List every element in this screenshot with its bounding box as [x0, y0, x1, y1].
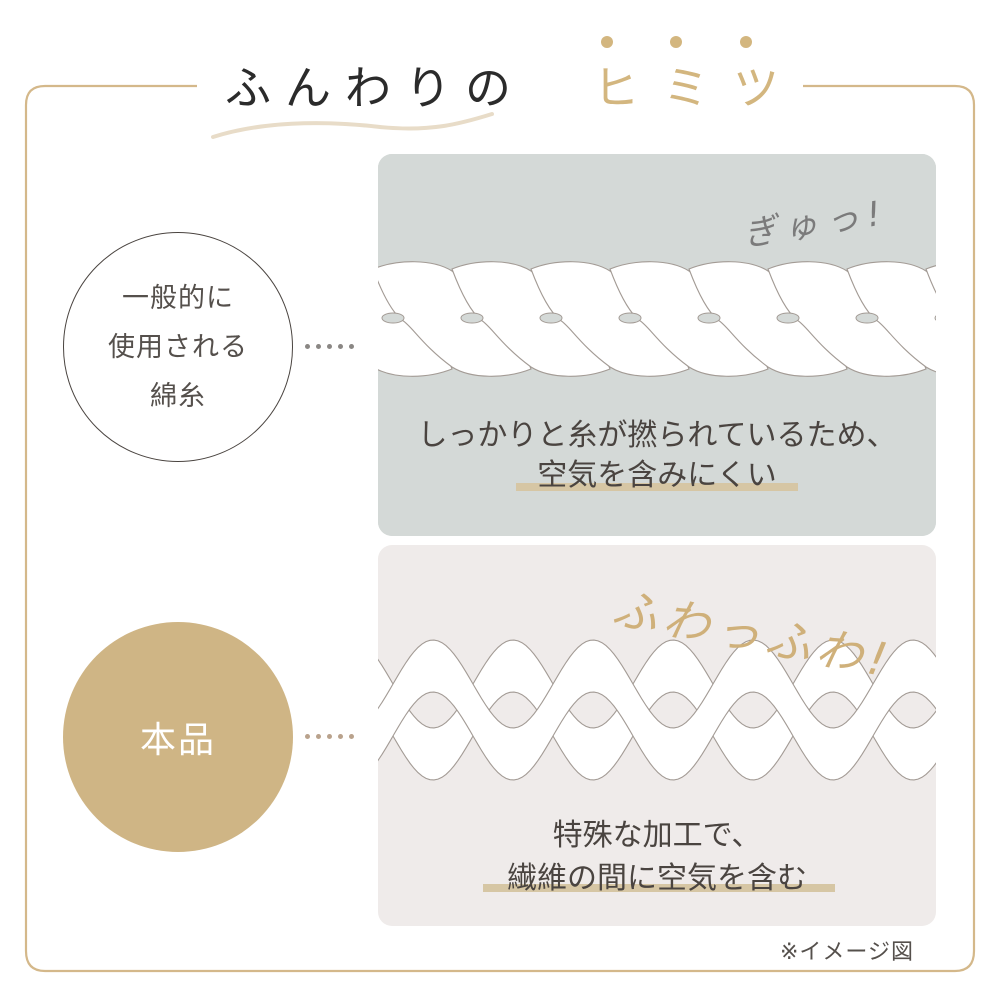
emphasis-dot — [670, 36, 682, 48]
common-yarn-panel — [378, 154, 936, 536]
common-label-line: 使用される — [108, 331, 248, 363]
connector-dots-common — [305, 344, 354, 349]
loose-twist-rope-icon — [378, 639, 936, 781]
highlight-bar — [483, 884, 835, 892]
title-underline-swoosh — [211, 112, 494, 139]
tight-twist-rope-icon — [378, 154, 936, 536]
highlight-bar — [516, 483, 798, 491]
common-label-line: 綿糸 — [150, 380, 206, 412]
common-label-line: 一般的に — [122, 282, 234, 314]
common-description-line2: 空気を含みにくい — [537, 458, 777, 493]
connector-dots-product — [305, 734, 354, 739]
image-note: ※イメージ図 — [780, 940, 914, 965]
title-main: ふんわりの — [225, 61, 525, 115]
product-label: 本品 — [139, 720, 216, 761]
emphasis-dot — [740, 36, 752, 48]
common-yarn-label-circle: 一般的に 使用される 綿糸 — [63, 232, 293, 462]
product-label-circle: 本品 — [63, 622, 293, 852]
product-description-line2: 繊維の間に空気を含む — [507, 861, 807, 896]
title-accent: ヒミツ — [593, 61, 803, 115]
emphasis-dot — [601, 36, 613, 48]
common-description-line1: しっかりと糸が撚られているため、 — [417, 418, 897, 453]
product-yarn-panel — [378, 545, 936, 926]
product-description-line1: 特殊な加工で、 — [552, 818, 762, 853]
